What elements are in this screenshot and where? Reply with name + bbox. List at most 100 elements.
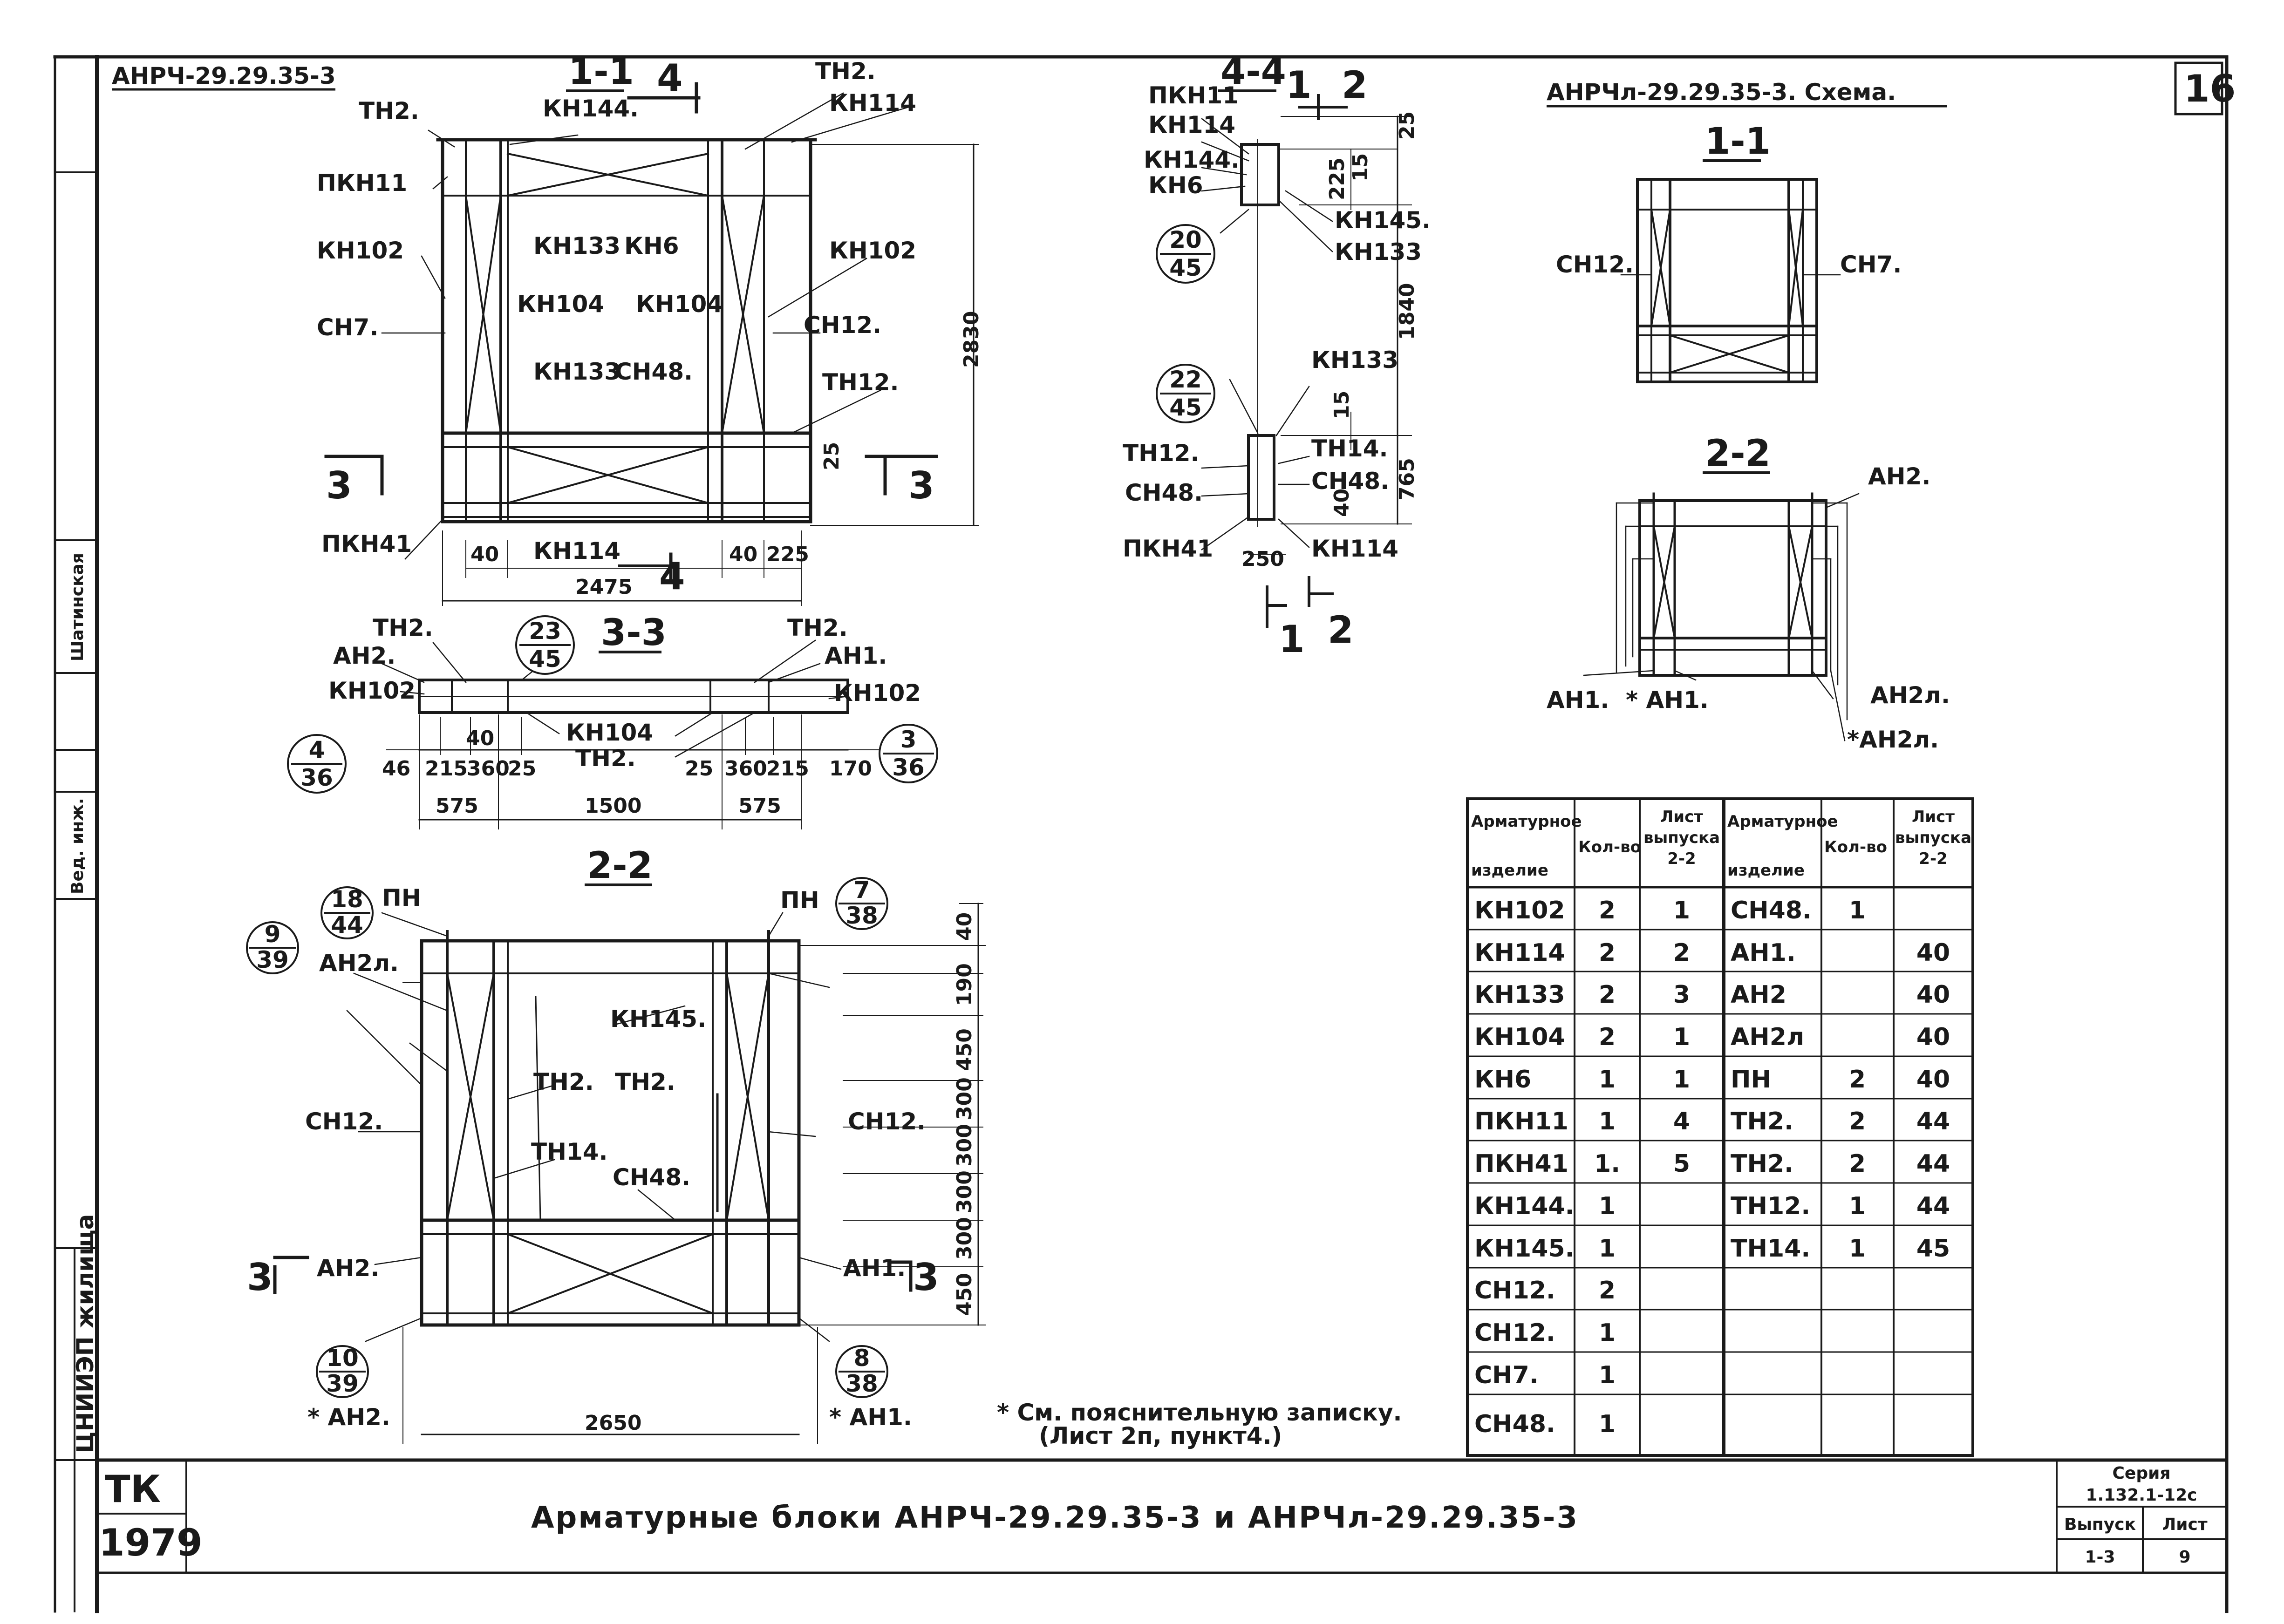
title-block-org: ТК	[105, 1468, 161, 1511]
v11-kn114-top: КН114	[829, 89, 916, 116]
v22-tn14: ТН14.	[531, 1138, 608, 1165]
spec-row: КН145. 1 ТН14. 1 45	[1474, 1235, 1950, 1263]
v33-dim-1500: 1500	[585, 794, 641, 818]
v22-dim-300-2: 300	[953, 1124, 976, 1167]
spec-row: КН144. 1 ТН12. 1 44	[1474, 1192, 1950, 1220]
v33-tn2-right: ТН2.	[787, 614, 848, 641]
spec-cell: 1	[1599, 1108, 1616, 1135]
title-block-sheet-label: Лист	[2162, 1515, 2207, 1534]
v33-tn2-left: ТН2.	[373, 614, 433, 641]
margin-organization: ЦНИИЭП жилища	[72, 1214, 99, 1453]
spec-header-sheet-2-left: выпуска	[1643, 829, 1720, 847]
cut-mark-3-22-left: 3	[247, 1256, 273, 1299]
v33-dim-575-right: 575	[738, 794, 781, 818]
callout-10-bottom: 39	[326, 1370, 359, 1397]
spec-cell: КН144.	[1474, 1192, 1574, 1220]
v11-kn104-right: КН104	[636, 291, 723, 318]
spec-cell: КН133	[1474, 981, 1565, 1009]
v44-dim-25: 25	[1395, 111, 1419, 140]
v11-kn6: КН6	[624, 232, 679, 259]
v33-dim-215-right: 215	[766, 757, 809, 781]
spec-row: КН133 2 3 АН2 40	[1474, 981, 1950, 1009]
v33-kn102-right: КН102	[834, 679, 921, 707]
callout-bubbles	[246, 224, 1215, 1398]
scheme-title: АНРЧл-29.29.35-3. Схема.	[1547, 79, 1896, 106]
v44-pkn41: ПКН41	[1123, 535, 1213, 562]
spec-row: СН48. 1	[1474, 1410, 1616, 1438]
v33-dim-46: 46	[382, 757, 410, 781]
callout-9-bottom: 39	[256, 946, 289, 973]
section-title-1-1: 1-1	[568, 51, 634, 93]
callout-20-top: 20	[1169, 226, 1202, 253]
spec-cell: 40	[1916, 1066, 1950, 1094]
v22-pn-right: ПН	[780, 887, 819, 914]
spec-cell: 1	[1599, 1066, 1616, 1094]
v44-ch48-left: СН48.	[1125, 479, 1203, 506]
v44-kn145: КН145.	[1335, 207, 1431, 234]
callout-23-bottom: 45	[529, 646, 561, 673]
v22-dim-450-bottom: 450	[953, 1273, 976, 1316]
spec-cell: 2	[1849, 1108, 1866, 1135]
v11-dim-40-right: 40	[729, 543, 757, 566]
schema-section-title-1-1: 1-1	[1705, 121, 1771, 163]
margin-role: Вед. инж.	[68, 798, 87, 894]
view-3-3-leaders	[381, 639, 849, 758]
v11-kn102-left: КН102	[317, 237, 404, 264]
v22-pn-left: ПН	[382, 884, 421, 911]
v44-dim-225: 225	[1325, 157, 1349, 200]
v11-kn144: КН144.	[543, 95, 639, 122]
v22-kn145: КН145.	[610, 1006, 706, 1033]
v33-tn2-bottom: ТН2.	[575, 745, 636, 772]
spec-cell: КН145.	[1474, 1235, 1574, 1263]
spec-cell: ТН14.	[1731, 1235, 1810, 1263]
spec-cell: ПКН41	[1474, 1150, 1568, 1178]
v22-ch12-right: СН12.	[848, 1108, 926, 1135]
callout-10-top: 10	[326, 1345, 359, 1372]
v22-an2: АН2.	[317, 1255, 379, 1282]
top-left-mark: АНРЧ-29.29.35-3	[112, 62, 336, 89]
spec-header-sheet-1-right: Лист	[1912, 808, 1955, 826]
v44-pkn11: ПКН11	[1148, 82, 1239, 109]
spec-cell: ТН2.	[1731, 1108, 1793, 1135]
spec-cell: 2	[1599, 939, 1616, 967]
view-1-1-drawing	[324, 82, 979, 606]
callout-9-top: 9	[265, 921, 281, 948]
schema-section-title-2-2: 2-2	[1705, 433, 1771, 475]
spec-row: СН12. 1	[1474, 1319, 1616, 1347]
v44-tn12: ТН12.	[1123, 440, 1200, 467]
spec-row: ПКН11 1 4 ТН2. 2 44	[1474, 1108, 1950, 1135]
v11-kn114-bottom: КН114	[533, 537, 620, 564]
spec-cell: СН12.	[1474, 1319, 1555, 1347]
spec-cell: 40	[1916, 939, 1950, 967]
spec-cell: 1	[1599, 1192, 1616, 1220]
v33-dim-360-right: 360	[724, 757, 767, 781]
spec-cell: 5	[1673, 1150, 1690, 1178]
spec-cell: КН6	[1474, 1066, 1531, 1094]
v11-kn133-top: КН133	[533, 232, 620, 259]
spec-header-sheet-1-left: Лист	[1660, 808, 1703, 826]
v44-kn133-lower: КН133	[1311, 347, 1398, 374]
spec-cell: СН12.	[1474, 1277, 1555, 1305]
cut-mark-3-left: 3	[326, 464, 352, 507]
v22-an1: АН1.	[843, 1255, 906, 1282]
v44-kn114: КН114	[1148, 111, 1235, 138]
v11-ch12: СН12.	[804, 312, 881, 339]
spec-cell: ПКН11	[1474, 1108, 1568, 1135]
v11-dim-40-left: 40	[470, 543, 499, 566]
v22-ch12-left: СН12.	[305, 1108, 383, 1135]
v22-dim-300-4: 300	[953, 1217, 976, 1260]
v22-an2l: АН2л.	[319, 950, 399, 977]
v22-dim-300-1: 300	[953, 1077, 976, 1120]
sch11-ch12: СН12.	[1556, 251, 1634, 278]
spec-cell: 1	[1599, 1361, 1616, 1389]
spec-cell: 1	[1599, 1319, 1616, 1347]
v44-dim-1840: 1840	[1395, 283, 1419, 340]
sheet-number: 16	[2184, 67, 2236, 110]
v22-tn2-right: ТН2.	[615, 1068, 675, 1095]
sheet-frame	[53, 55, 2229, 1613]
spec-row: СН7. 1	[1474, 1361, 1616, 1389]
spec-row: КН6 1 1 ПН 2 40	[1474, 1066, 1950, 1094]
v22-an1-star: * АН1.	[829, 1404, 912, 1431]
v44-kn114-bottom: КН114	[1311, 535, 1398, 562]
